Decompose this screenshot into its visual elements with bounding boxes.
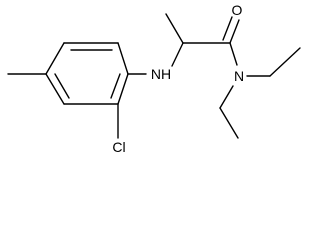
chlorine-label: Cl: [112, 139, 125, 155]
n-ethyl-down-bond-1: [219, 85, 234, 109]
ring-bond-2: [117, 42, 129, 75]
ring-bond-3: [117, 73, 129, 105]
n-ethyl-right-bond-2: [269, 47, 301, 77]
molecule-diagram: Cl NH O N: [7, 2, 301, 155]
carbonyl-double-bond-1: [229, 19, 240, 44]
ring-double-bond-right: [110, 73, 121, 99]
ring-bond-6: [45, 42, 65, 75]
carbonyl-n-bond: [229, 42, 238, 66]
ring-bond-5: [45, 73, 65, 105]
carbonyl-o-label: O: [232, 2, 243, 18]
amide-n-label: N: [234, 68, 244, 84]
amine-nh-text: NH: [151, 66, 171, 82]
structure-svg: Cl NH O N: [7, 2, 301, 155]
alpha-methyl-bond: [165, 13, 184, 44]
nh-alpha-bond: [171, 42, 184, 67]
carbonyl-double-bond-2: [222, 16, 233, 41]
n-ethyl-down-bond-2: [219, 107, 239, 139]
ring-double-bond-left: [54, 73, 70, 99]
